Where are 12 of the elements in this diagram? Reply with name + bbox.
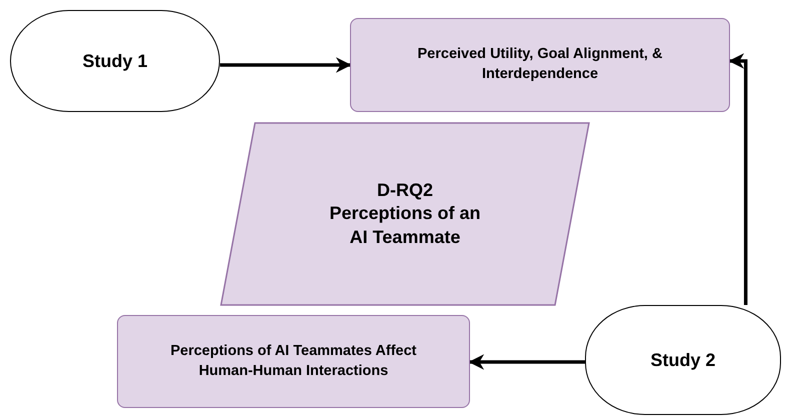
node-label: Perceptions of AI Teammates Affect Human-Human Interactions — [169, 342, 418, 380]
node-label: Perceptions of an AI Teammate — [328, 202, 482, 249]
node-label: Study 1 — [82, 50, 148, 72]
process-box — [117, 315, 470, 408]
arrow — [728, 53, 748, 305]
process-box — [350, 18, 730, 112]
node-label: Study 2 — [650, 350, 716, 370]
arrow — [220, 57, 352, 73]
node-heading: D-RQ2 — [376, 178, 433, 202]
node-label: Perceived Utility, Goal Alignment, & Interdependence — [416, 45, 664, 84]
data-parallelogram — [220, 122, 590, 306]
arrow — [468, 354, 585, 370]
